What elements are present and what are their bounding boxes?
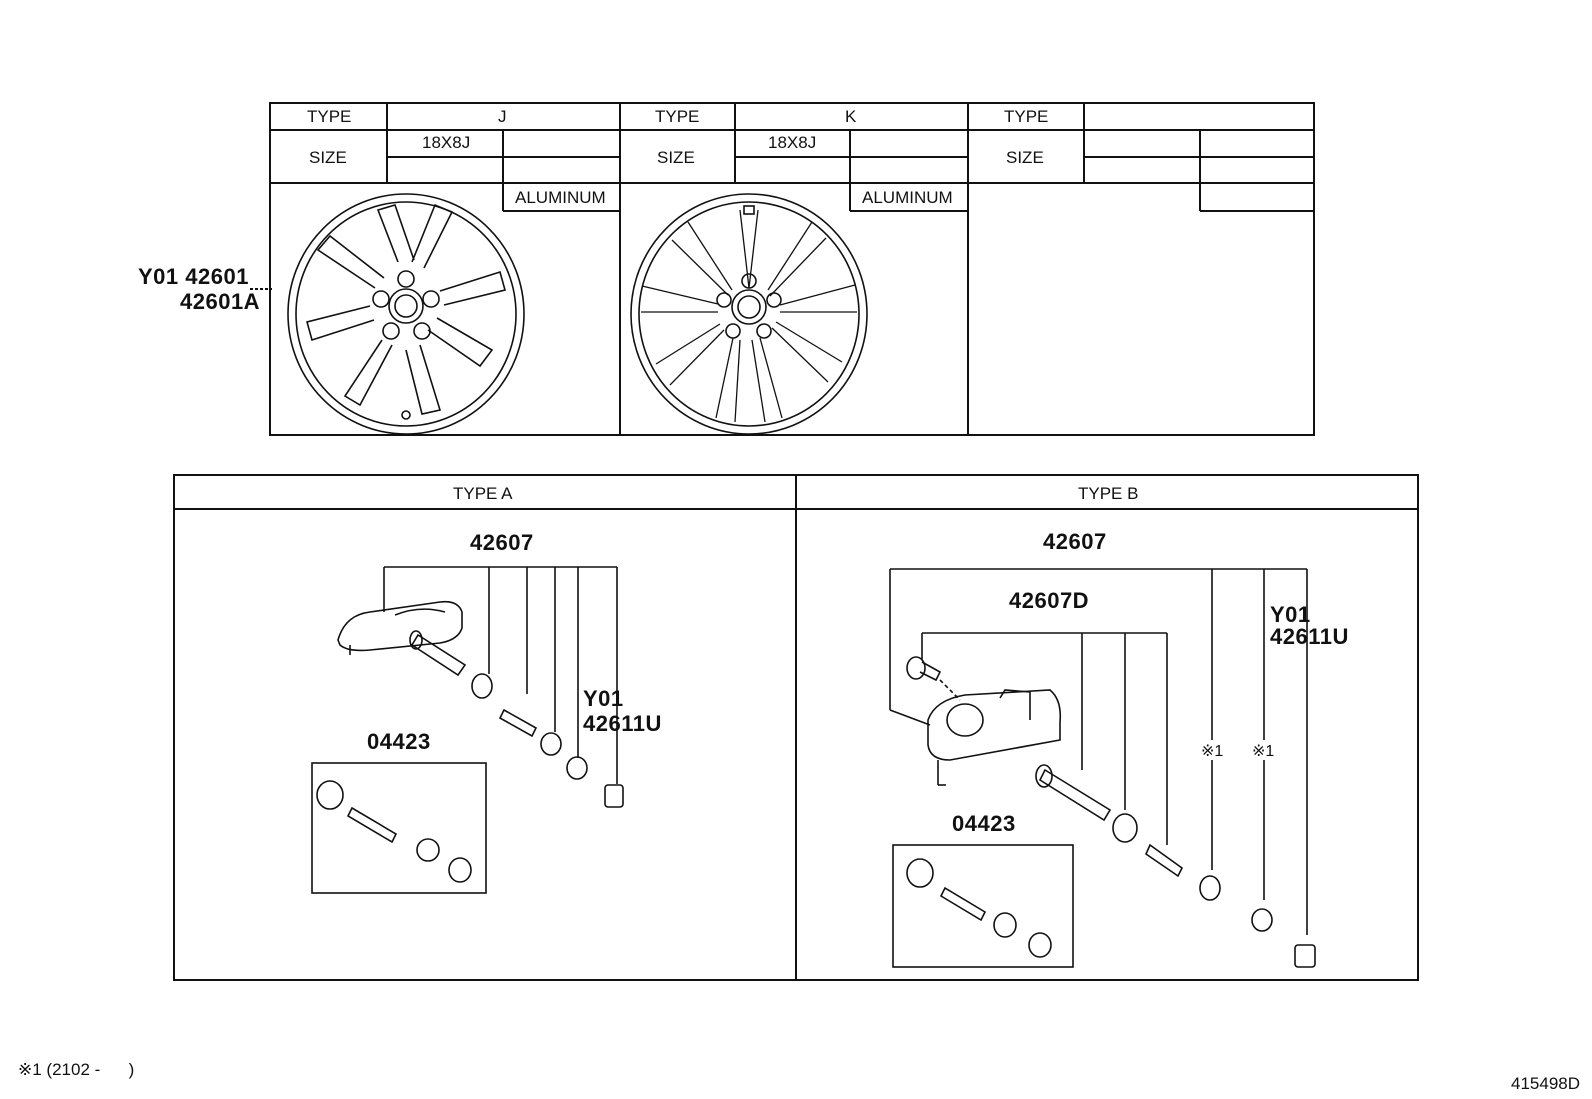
diagram-id: 415498D <box>1511 1074 1581 1093</box>
type-a-part-cap-prefix: Y01 <box>583 686 624 711</box>
size-label-col3: SIZE <box>1006 148 1044 167</box>
type-a-kit-part: 04423 <box>367 729 431 754</box>
material-col2: ALUMINUM <box>862 188 953 207</box>
type-value-col1: J <box>498 107 507 126</box>
wheel-table-border <box>269 102 1315 436</box>
footnote: ※1 (2102 - ) <box>18 1060 135 1079</box>
type-b-part-sensor: 42607 <box>1043 529 1107 554</box>
type-b-kit-part: 04423 <box>952 811 1016 836</box>
type-b-note-mark-1: ※1 <box>1201 743 1224 760</box>
type-a-sensor-drawing <box>311 566 624 894</box>
type-a-part-sensor: 42607 <box>470 530 534 555</box>
type-b-note-mark-2: ※1 <box>1252 743 1275 760</box>
type-label-col2: TYPE <box>655 107 700 126</box>
type-b-part-cap: 42611U <box>1270 624 1349 649</box>
wheel-part-number: Y01 42601 <box>138 264 249 289</box>
type-b-sensor-drawing <box>889 568 1316 968</box>
size-label-col2: SIZE <box>657 148 695 167</box>
type-value-col2: K <box>845 107 857 126</box>
wheel-part-number-alt: 42601A <box>180 289 261 314</box>
type-b-header: TYPE B <box>1078 484 1139 503</box>
type-b-part-sub: 42607D <box>1009 588 1090 613</box>
wheel-k-drawing <box>630 193 868 435</box>
type-a-part-cap: 42611U <box>583 711 662 736</box>
size-value-col1: 18X8J <box>422 133 471 152</box>
size-label-col1: SIZE <box>309 148 347 167</box>
type-label-col1: TYPE <box>307 107 352 126</box>
wheel-j-drawing <box>287 193 525 435</box>
size-value-col2: 18X8J <box>768 133 817 152</box>
type-b-part-cap-prefix: Y01 <box>1270 602 1311 627</box>
type-a-header: TYPE A <box>453 484 513 503</box>
material-col1: ALUMINUM <box>515 188 606 207</box>
type-label-col3: TYPE <box>1004 107 1049 126</box>
